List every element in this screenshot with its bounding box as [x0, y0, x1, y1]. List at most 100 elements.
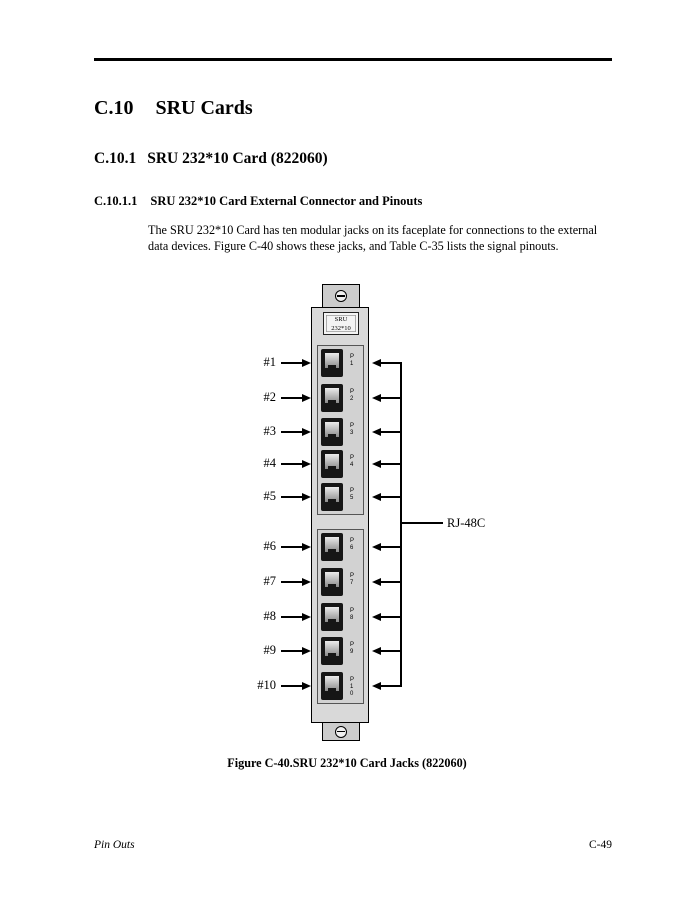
right-pointing-arrow-icon	[302, 612, 311, 621]
right-arrow-line	[380, 581, 401, 583]
right-pointing-arrow-icon	[302, 358, 311, 367]
left-arrow-line	[281, 397, 303, 399]
port-label: P 7	[350, 573, 355, 586]
jack-label: #3	[263, 424, 277, 438]
connector-type-label: RJ-48C	[447, 516, 486, 530]
right-pointing-arrow-icon	[302, 427, 311, 436]
left-arrow-line	[281, 616, 303, 618]
jack-row: #9 P 9	[0, 637, 694, 665]
left-pointing-arrow-icon	[372, 542, 381, 551]
port-label: P 4	[350, 455, 355, 468]
port-label: P 9	[350, 642, 355, 655]
modular-jack	[321, 483, 343, 511]
left-arrow-line	[281, 581, 303, 583]
modular-jack	[321, 418, 343, 446]
jack-row: #1 P 1	[0, 349, 694, 377]
right-arrow-line	[380, 463, 401, 465]
jack-label: #2	[263, 390, 277, 404]
card-bottom-tab	[322, 722, 360, 741]
port-label: P 5	[350, 488, 355, 501]
left-arrow-line	[281, 685, 303, 687]
port-label: P 1	[350, 354, 355, 367]
right-arrow-line	[380, 496, 401, 498]
left-pointing-arrow-icon	[372, 646, 381, 655]
left-pointing-arrow-icon	[372, 459, 381, 468]
card-name-plate: SRU 232*10	[323, 312, 359, 335]
left-pointing-arrow-icon	[372, 612, 381, 621]
right-pointing-arrow-icon	[302, 393, 311, 402]
connector-callout-stub	[401, 522, 443, 524]
right-pointing-arrow-icon	[302, 492, 311, 501]
left-arrow-line	[281, 546, 303, 548]
jack-row: #2 P 2	[0, 384, 694, 412]
left-arrow-line	[281, 496, 303, 498]
right-arrow-line	[380, 546, 401, 548]
subsubsection-number: C.10.1.1	[94, 194, 138, 208]
right-pointing-arrow-icon	[302, 459, 311, 468]
section-title: SRU Cards	[155, 97, 253, 119]
modular-jack	[321, 603, 343, 631]
port-label: P 2	[350, 389, 355, 402]
right-arrow-line	[380, 685, 401, 687]
jack-label: #5	[263, 489, 277, 503]
modular-jack	[321, 568, 343, 596]
right-arrow-line	[380, 362, 401, 364]
jack-row: #10 P 1 0	[0, 672, 694, 700]
left-pointing-arrow-icon	[372, 393, 381, 402]
right-pointing-arrow-icon	[302, 542, 311, 551]
jack-label: #10	[257, 678, 276, 692]
footer-page-number: C-49	[589, 839, 612, 851]
left-pointing-arrow-icon	[372, 577, 381, 586]
jack-row: #8 P 8	[0, 603, 694, 631]
modular-jack	[321, 349, 343, 377]
modular-jack	[321, 637, 343, 665]
jack-row: #6 P 6	[0, 533, 694, 561]
port-label: P 8	[350, 608, 355, 621]
jack-label: #9	[263, 643, 277, 657]
section-heading: C.10 SRU Cards	[94, 97, 253, 120]
right-pointing-arrow-icon	[302, 681, 311, 690]
top-rule	[94, 58, 612, 61]
connector-callout-line	[400, 362, 402, 687]
jack-label: #6	[263, 539, 277, 553]
jack-label: #1	[263, 355, 277, 369]
top-screw-icon	[335, 290, 347, 302]
bottom-screw-icon	[335, 725, 347, 738]
section-number: C.10	[94, 97, 134, 119]
left-arrow-line	[281, 463, 303, 465]
modular-jack	[321, 450, 343, 478]
jack-label: #8	[263, 609, 277, 623]
jack-label: #7	[263, 574, 277, 588]
right-arrow-line	[380, 397, 401, 399]
left-pointing-arrow-icon	[372, 358, 381, 367]
port-label: P 6	[350, 538, 355, 551]
left-arrow-line	[281, 650, 303, 652]
right-pointing-arrow-icon	[302, 646, 311, 655]
modular-jack	[321, 533, 343, 561]
subsection-number: C.10.1	[94, 150, 137, 167]
jack-row: #5 P 5	[0, 483, 694, 511]
subsection-title: SRU 232*10 Card (822060)	[147, 150, 328, 167]
right-arrow-line	[380, 650, 401, 652]
subsection-heading: C.10.1 SRU 232*10 Card (822060)	[94, 150, 328, 168]
right-arrow-line	[380, 431, 401, 433]
left-pointing-arrow-icon	[372, 681, 381, 690]
left-pointing-arrow-icon	[372, 492, 381, 501]
jack-row: #3 P 3	[0, 418, 694, 446]
jack-row: #4 P 4	[0, 450, 694, 478]
left-arrow-line	[281, 431, 303, 433]
footer-section-title: Pin Outs	[94, 839, 135, 851]
right-arrow-line	[380, 616, 401, 618]
port-label: P 1 0	[350, 677, 355, 697]
right-pointing-arrow-icon	[302, 577, 311, 586]
modular-jack	[321, 384, 343, 412]
figure-caption: Figure C-40.SRU 232*10 Card Jacks (82206…	[227, 756, 467, 770]
left-arrow-line	[281, 362, 303, 364]
body-paragraph: The SRU 232*10 Card has ten modular jack…	[148, 223, 598, 254]
port-label: P 3	[350, 423, 355, 436]
jack-row: #7 P 7	[0, 568, 694, 596]
card-top-tab	[322, 284, 360, 308]
modular-jack	[321, 672, 343, 700]
